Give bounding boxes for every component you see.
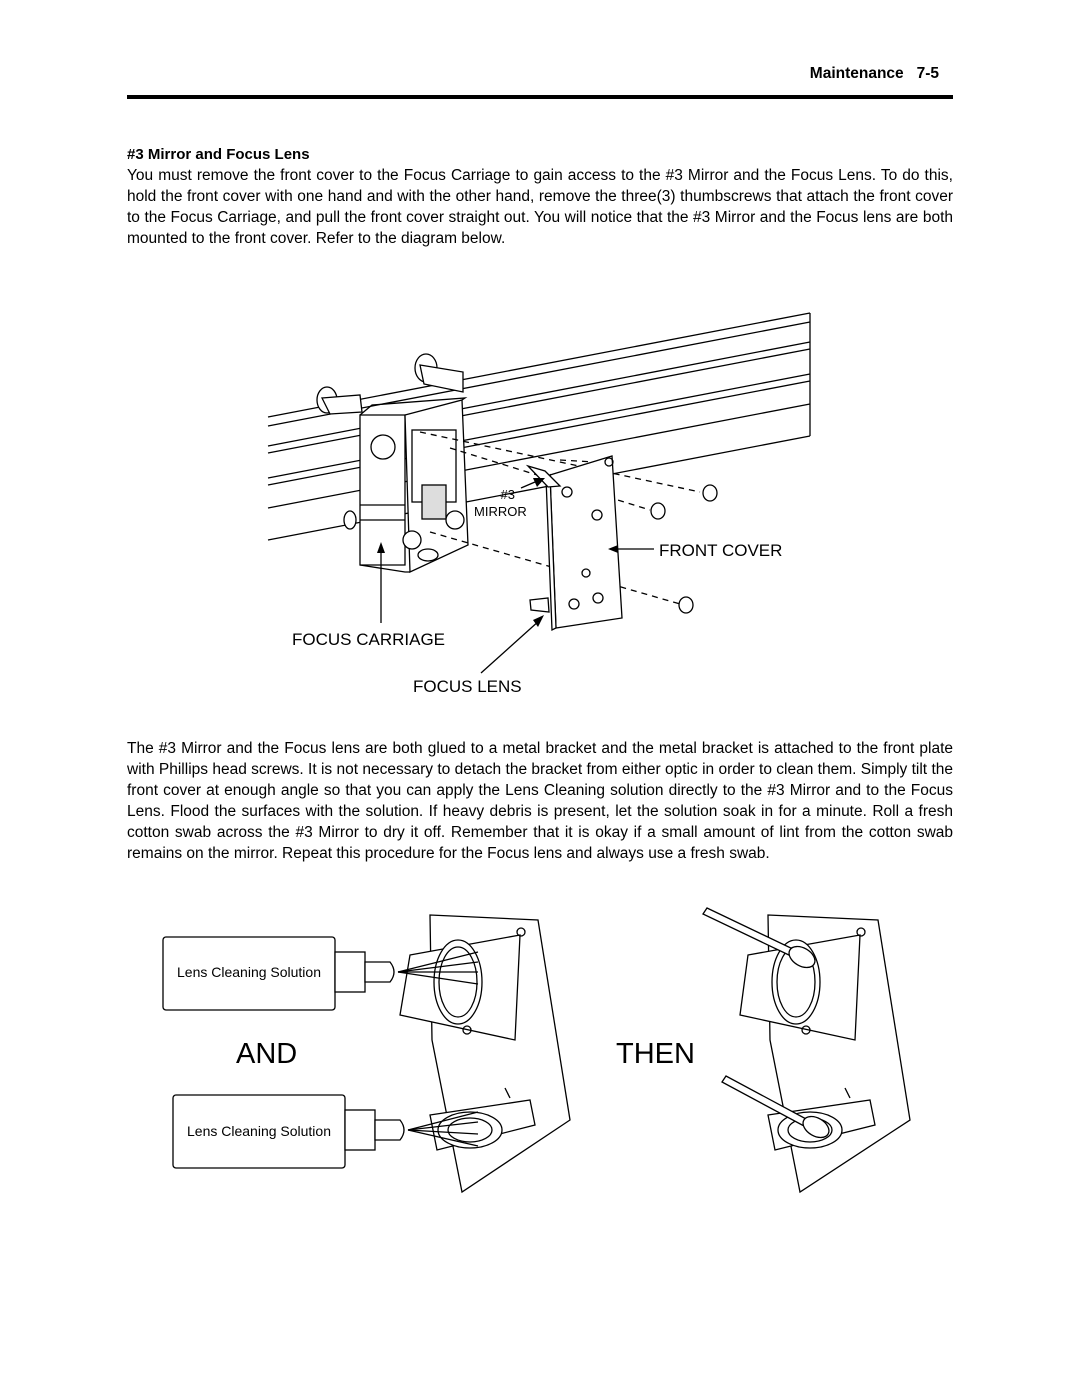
cleaning-paragraph: The #3 Mirror and the Focus lens are bot… xyxy=(127,740,953,862)
right-plate-illustration xyxy=(739,914,911,1194)
focus-carriage-label: FOCUS CARRIAGE xyxy=(292,630,445,649)
header-section: Maintenance xyxy=(809,65,904,82)
header-page-number: 7-5 xyxy=(916,65,939,82)
swab-top-illustration xyxy=(702,907,816,969)
bottle-bottom-illustration xyxy=(172,1094,479,1169)
focus-carriage-illustration xyxy=(316,353,469,623)
header-text: Maintenance 7-5 xyxy=(810,65,939,83)
page-header: Maintenance 7-5 xyxy=(127,62,953,100)
section-title: #3 Mirror and Focus Lens xyxy=(127,146,310,163)
bottle-label-bottom: Lens Cleaning Solution xyxy=(187,1123,331,1139)
and-label: AND xyxy=(236,1038,297,1070)
header-rule xyxy=(127,95,953,99)
bottle-top-illustration xyxy=(162,936,479,1011)
swab-bottom-illustration xyxy=(721,1075,830,1139)
left-plate-illustration xyxy=(399,914,571,1194)
front-cover-label: FRONT COVER xyxy=(659,541,782,560)
mirror-label-line2: MIRROR xyxy=(474,504,527,519)
then-label: THEN xyxy=(616,1038,695,1070)
thumbscrews xyxy=(650,484,718,614)
focus-lens-label: FOCUS LENS xyxy=(413,677,522,696)
bottle-label-top: Lens Cleaning Solution xyxy=(177,964,321,980)
mirror-label-line1: #3 xyxy=(501,487,515,502)
intro-paragraph: You must remove the front cover to the F… xyxy=(127,167,953,247)
